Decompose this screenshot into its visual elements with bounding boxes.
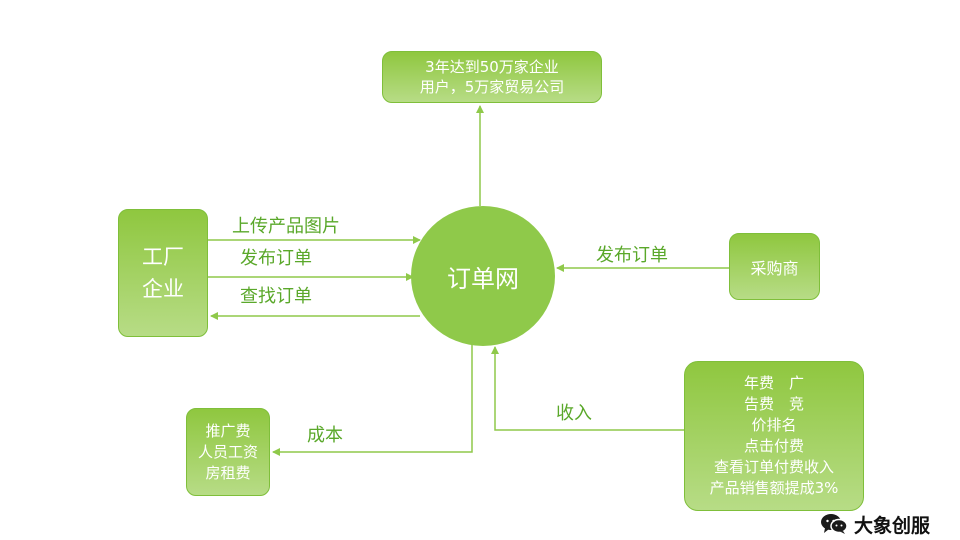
cost-item: 人员工资 xyxy=(197,442,258,461)
brand-watermark: 大象创服 xyxy=(820,512,931,537)
cost-item: 房租费 xyxy=(205,463,251,482)
buyer-node: 采购商 xyxy=(729,233,820,300)
center-node: 订单网 xyxy=(411,206,555,346)
edge-label-buyer-publish: 发布订单 xyxy=(596,245,668,266)
edge-label-upload: 上传产品图片 xyxy=(232,216,340,237)
arrow-income xyxy=(491,346,684,431)
wechat-icon xyxy=(821,514,848,534)
center-label: 订单网 xyxy=(447,264,519,293)
revenue-item: 查看订单付费收入 xyxy=(713,458,834,476)
revenue-item: 点击付费 xyxy=(743,437,804,455)
arrow-cost xyxy=(272,343,473,456)
edge-label-income: 收入 xyxy=(556,403,592,424)
goal-node: 3年达到50万家企业 用户，5万家贸易公司 xyxy=(382,51,602,103)
revenue-item: 产品销售额提成3% xyxy=(709,479,839,497)
edge-label-publish: 发布订单 xyxy=(240,248,312,269)
brand-name: 大象创服 xyxy=(854,514,931,537)
revenue-node: 年费 广 告费 竞 价排名 点击付费 查看订单付费收入 产品销售额提成3% xyxy=(684,361,864,511)
buyer-label: 采购商 xyxy=(750,258,799,278)
factory-line-1: 工厂 xyxy=(142,245,184,269)
goal-line-1: 3年达到50万家企业 xyxy=(425,58,559,76)
factory-line-2: 企业 xyxy=(142,277,184,301)
revenue-item: 告费 竞 xyxy=(743,395,804,413)
revenue-item: 价排名 xyxy=(751,416,797,434)
cost-item: 推广费 xyxy=(205,421,251,440)
factory-node: 工厂 企业 xyxy=(118,209,208,337)
edge-label-search: 查找订单 xyxy=(240,286,312,307)
goal-line-2: 用户，5万家贸易公司 xyxy=(419,78,565,96)
cost-node: 推广费 人员工资 房租费 xyxy=(186,408,270,496)
edge-label-cost: 成本 xyxy=(307,425,343,446)
revenue-item: 年费 广 xyxy=(743,374,804,392)
